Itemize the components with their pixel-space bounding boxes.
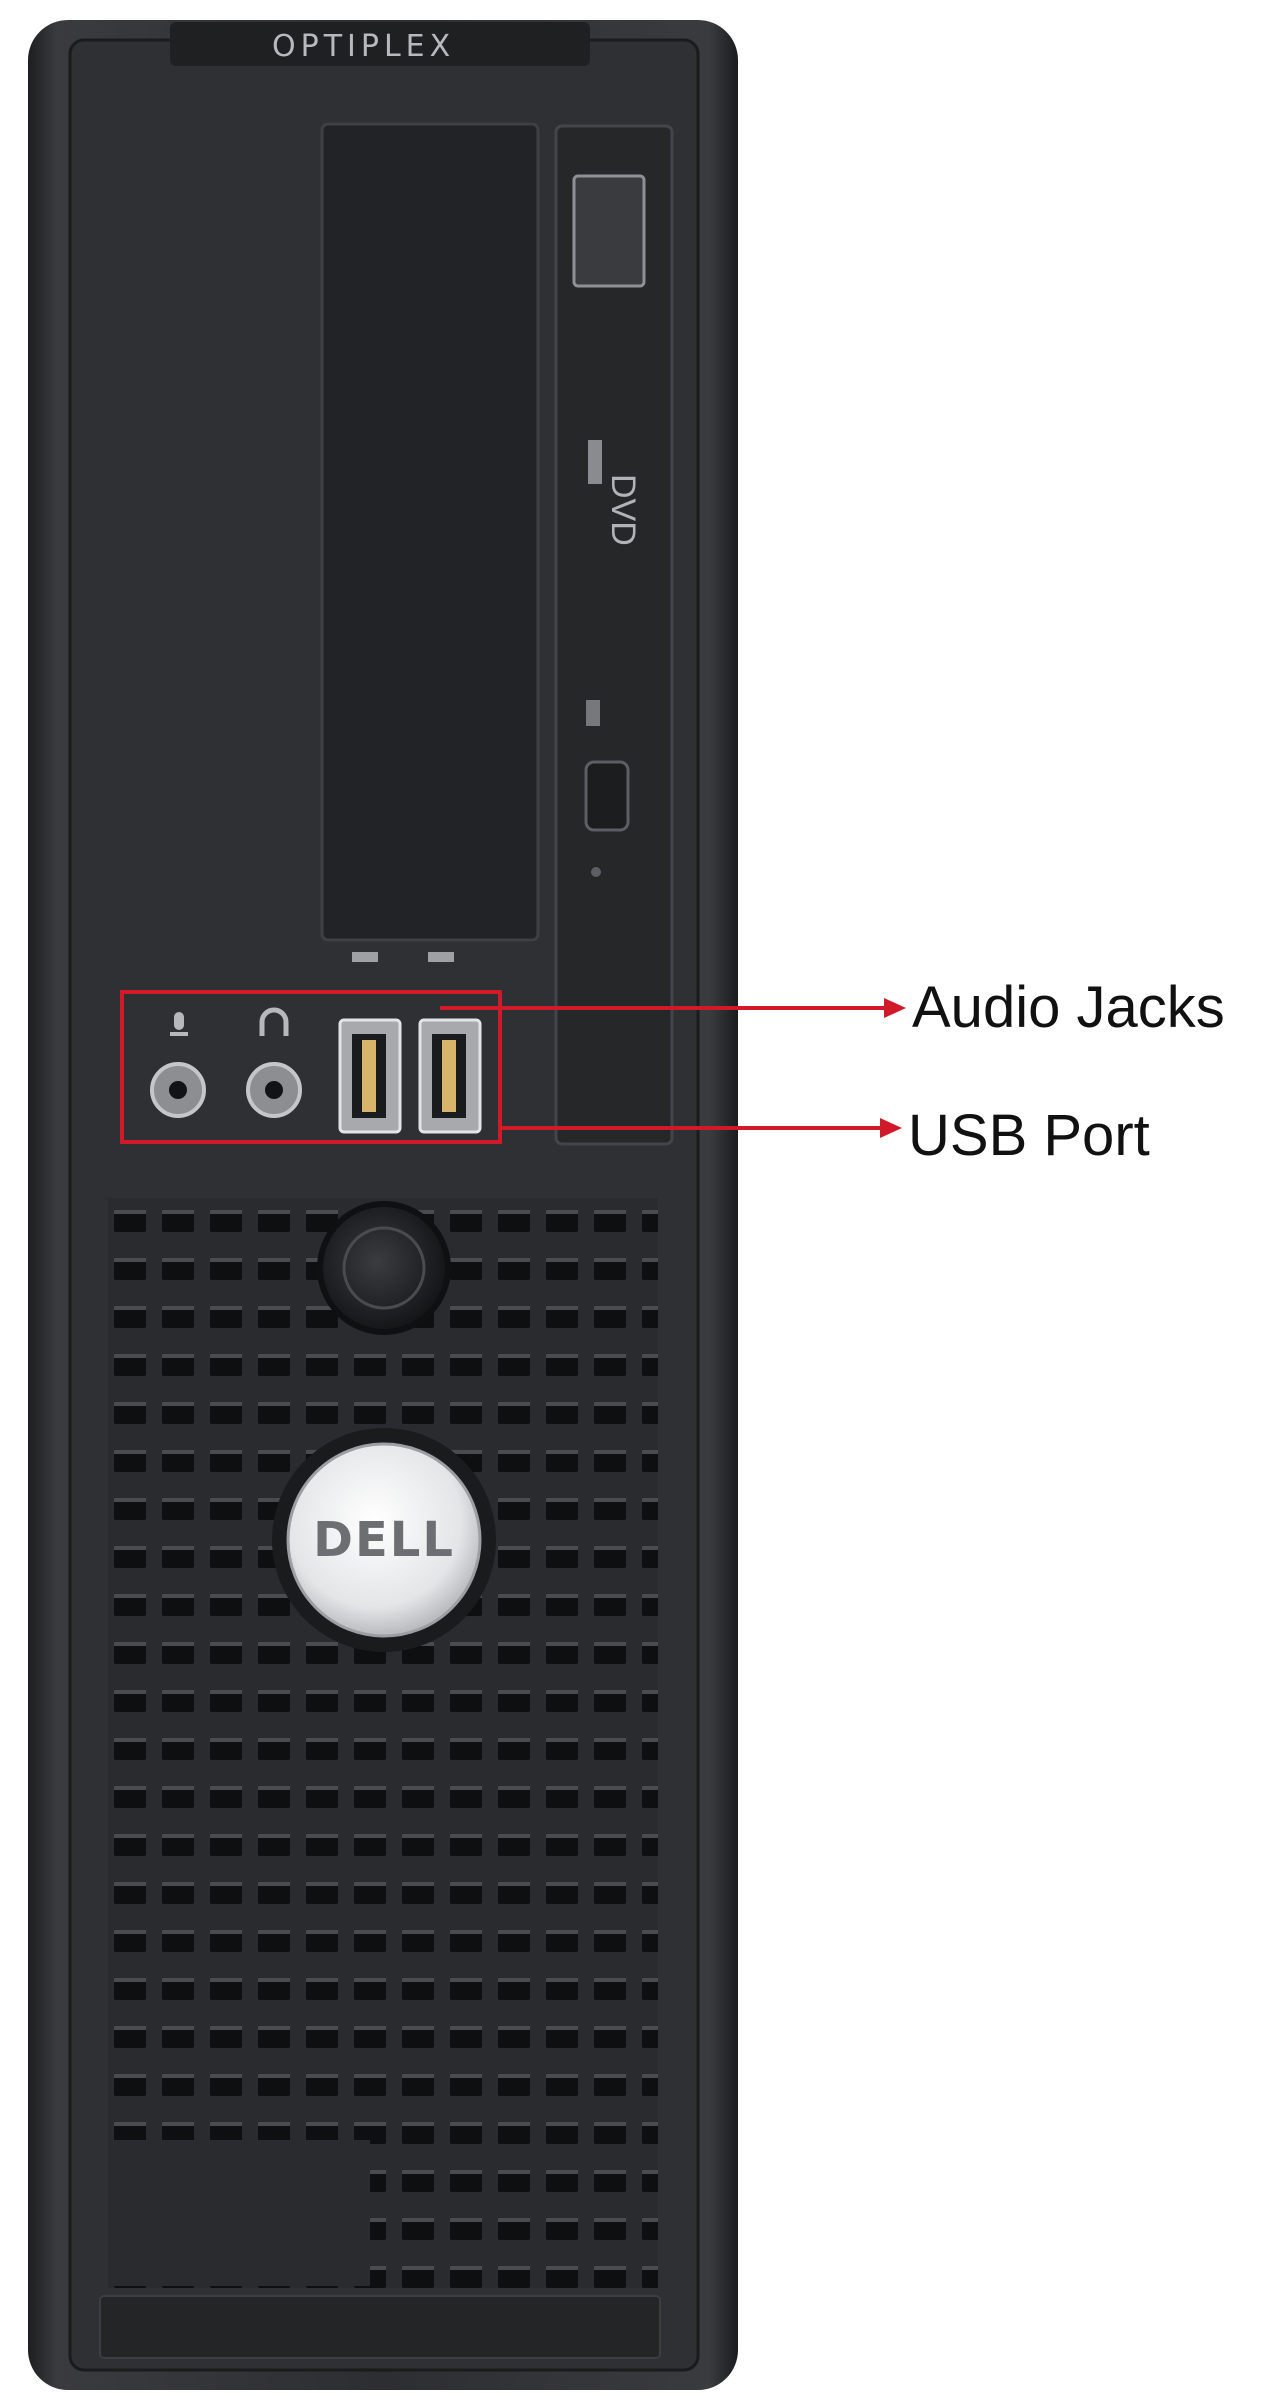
dell-logo-text: DELL [313,1512,455,1568]
io-highlight-box [120,990,502,1144]
vent-grille [108,1198,658,2288]
power-button[interactable] [317,1201,451,1335]
drive-activity-light [591,867,601,877]
microphone-icon [170,1012,188,1036]
dell-logo-badge [286,1442,482,1638]
blank-drive-bay [320,122,540,942]
dvd-label: DVD [604,474,642,546]
optical-drive [554,124,674,1146]
eject-button[interactable] [584,760,630,832]
usb-port-label: USB Port [908,1103,1150,1168]
audio-jacks-label: Audio Jacks [912,975,1225,1040]
usb-icon [352,952,454,962]
model-badge: OPTIPLEX [272,29,455,64]
usb-callout-line [500,1118,902,1138]
headphone-icon [259,1007,289,1036]
audio-callout-line [440,998,906,1018]
